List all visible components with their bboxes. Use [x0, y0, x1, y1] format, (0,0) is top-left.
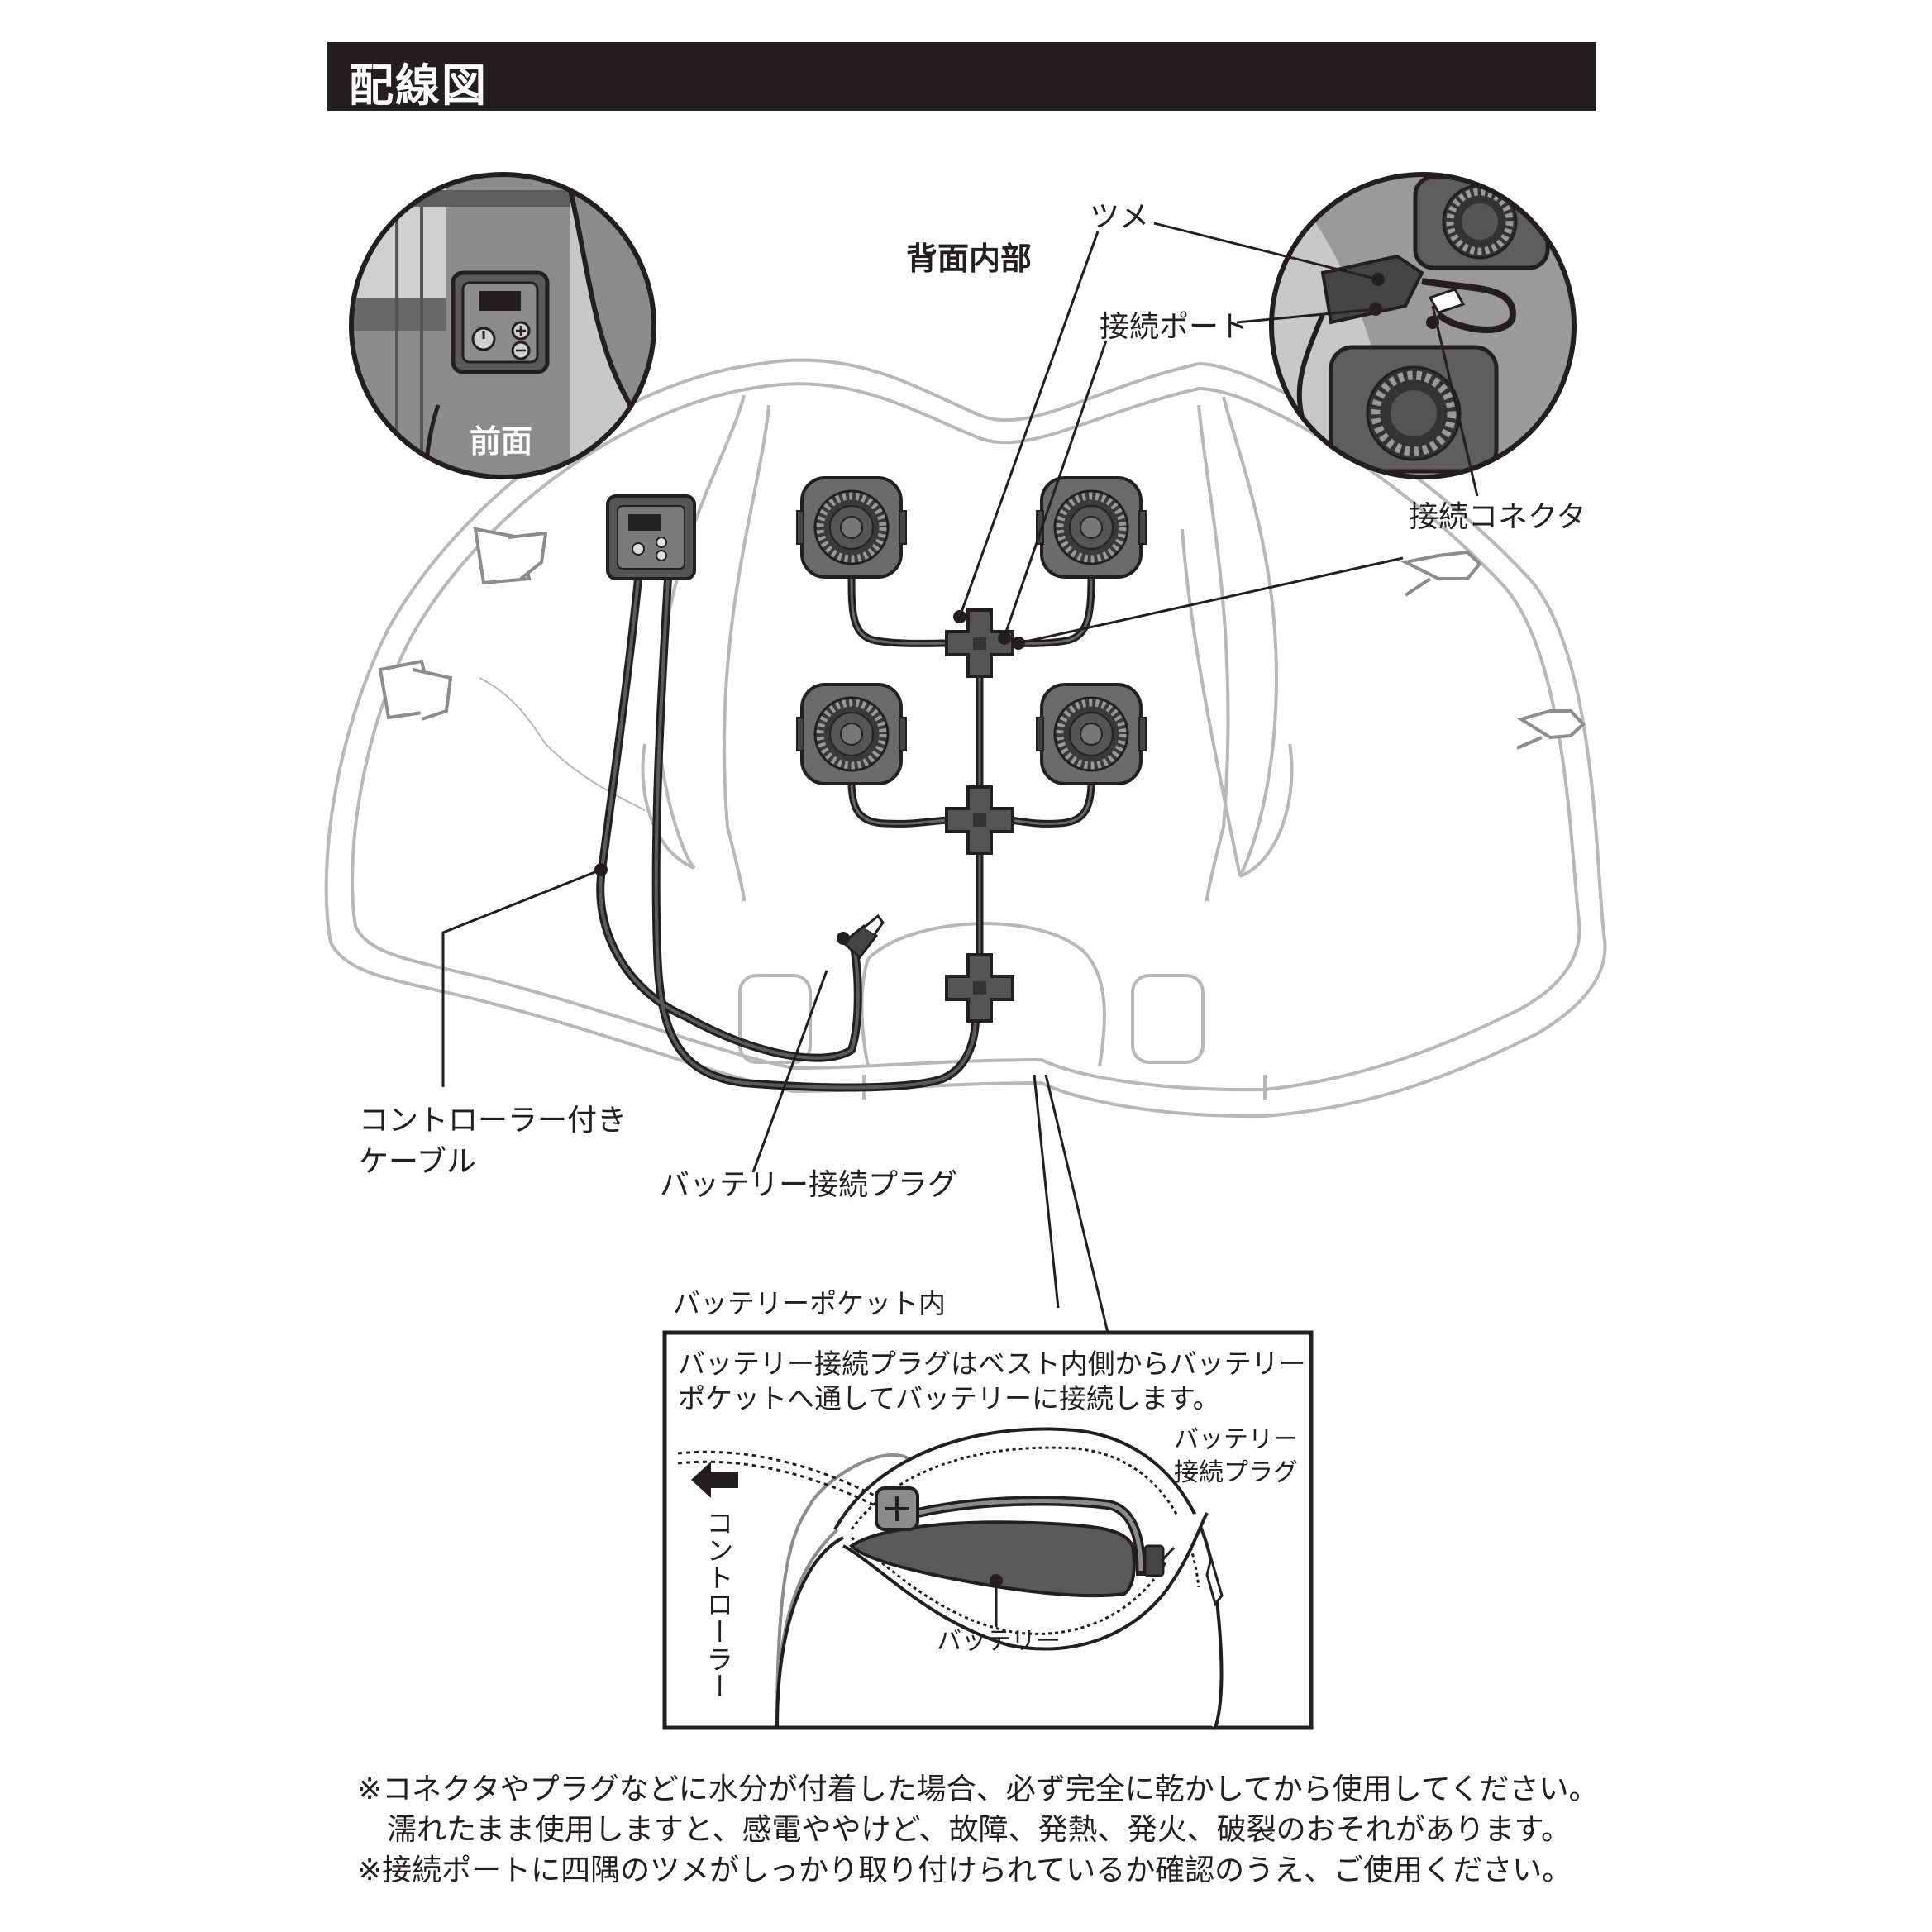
pocket-desc-line1: バッテリー接続プラグはベスト内側からバッテリー [678, 1348, 1306, 1380]
side-buckles [378, 527, 1586, 750]
pocket-controller-vertical-label: コントローラー [702, 1509, 734, 1700]
controller-cable-label-2: ケーブル [359, 1145, 476, 1179]
controller-unit [606, 494, 696, 580]
header-bar: 配線図 [327, 42, 1596, 112]
note-line-2: 濡れたまま使用しますと、感電ややけど、故障、発熱、発火、破裂のおそれがあります。 [387, 1813, 1572, 1847]
note-line-3: ※接続ポートに四隅のツメがしっかり取り付けられているか確認のうえ、ご使用ください… [357, 1853, 1572, 1887]
note-line-1: ※コネクタやプラグなどに水分が付着した場合、必ず完全に乾かしてから使用してくださ… [357, 1772, 1599, 1806]
connection-port-label: 接続ポート [1100, 310, 1249, 344]
pocket-plug-label-2: 接続プラグ [1174, 1458, 1298, 1487]
back-interior-label: 背面内部 [906, 241, 1033, 277]
controller-cable-label-1: コントローラー付き [359, 1104, 627, 1138]
page-title: 配線図 [349, 60, 488, 112]
connection-connector-label: 接続コネクタ [1409, 500, 1586, 534]
battery-plug-label: バッテリー接続プラグ [660, 1168, 958, 1202]
pocket-plug-label-1: バッテリー [1174, 1425, 1298, 1454]
pocket-battery-label: バッテリー [937, 1627, 1061, 1656]
callout-dots [594, 273, 1439, 945]
front-inset [349, 172, 656, 479]
callout-lines [441, 222, 1479, 1333]
pocket-caption: バッテリーポケット内 [673, 1287, 946, 1319]
battery-pocket-detail [662, 1330, 1314, 1730]
front-label: 前面 [470, 423, 533, 460]
arrow-left-icon [691, 1462, 738, 1498]
pocket-desc-line2: ポケットへ通してバッテリーに接続します。 [678, 1382, 1220, 1414]
fan-lower-right [1037, 685, 1146, 784]
battery-plug-small [841, 914, 885, 960]
fan-upper-left [797, 478, 906, 577]
fan-lower-left [797, 685, 906, 784]
tsume-label: ツメ [1090, 200, 1150, 234]
